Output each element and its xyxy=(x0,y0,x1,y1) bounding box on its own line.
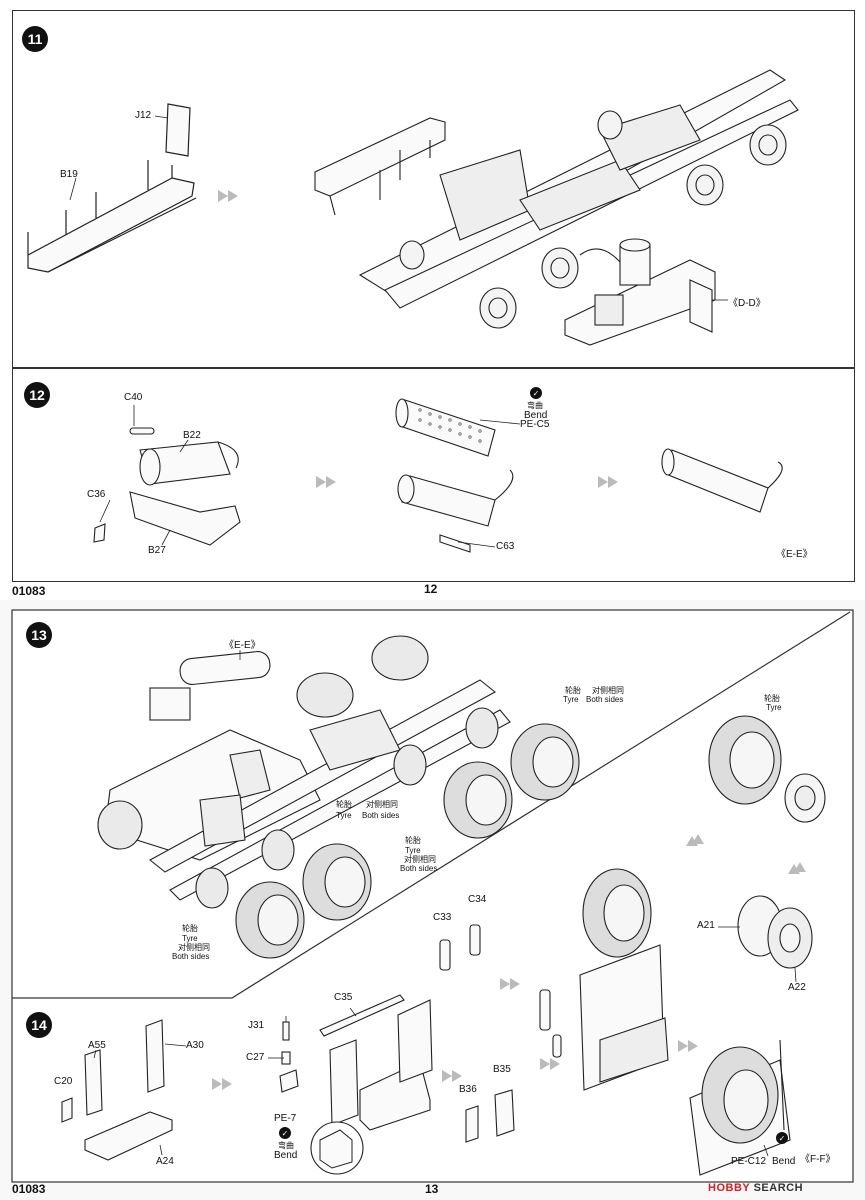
both-en-2: Both sides xyxy=(362,811,400,820)
both-cn-1: 对侧相同 xyxy=(592,686,624,695)
truck-chassis-11 xyxy=(314,69,799,309)
part-b19-label: B19 xyxy=(60,169,78,180)
step-12-drawing xyxy=(93,398,783,553)
a24-a30-assembly xyxy=(61,1019,173,1161)
part-b22-label: B22 xyxy=(183,430,201,441)
step-14-badge: 14 xyxy=(26,1012,52,1038)
c35-rack-assembly xyxy=(279,994,433,1131)
tyre-en-3: Tyre xyxy=(405,846,421,855)
ref-f-f: 《F-F》 xyxy=(800,1154,836,1165)
bend-icon-14a: ✓ xyxy=(279,1127,291,1139)
part-a22-label: A22 xyxy=(788,982,806,993)
part-a24-label: A24 xyxy=(156,1156,174,1167)
both-en-1: Both sides xyxy=(586,695,624,704)
muffler-assembly-12b xyxy=(395,398,514,553)
part-c36-label: C36 xyxy=(87,489,106,500)
ref-e-e: 《E-E》 xyxy=(776,549,813,560)
spare-tyre-13 xyxy=(582,868,813,969)
instruction-page-13: 13 14 xyxy=(0,600,865,1200)
tyre-cn-2: 轮胎 xyxy=(336,800,352,809)
part-c33-label: C33 xyxy=(433,912,452,923)
bend-cn-label-12: 弯曲 xyxy=(527,401,543,410)
separate-tyres-13 xyxy=(235,715,826,959)
part-pe-7-label: PE-7 xyxy=(274,1113,297,1124)
bend-icon-12: ✓ xyxy=(530,387,542,399)
c33-c34-parts xyxy=(439,924,481,971)
step-14-arrow-2 xyxy=(442,1070,462,1082)
equipment-11 xyxy=(564,238,716,346)
page-number: 12 xyxy=(424,582,438,596)
step-14-drawing xyxy=(61,944,791,1176)
hobbysearch-watermark: HOBBY SEARCH xyxy=(708,1182,803,1194)
bend-icon-14b: ✓ xyxy=(776,1132,788,1144)
muffler-assembly-12c xyxy=(661,448,783,513)
wheels-11 xyxy=(399,110,787,329)
step-14-arrow-1 xyxy=(212,1078,232,1090)
part-b27-label: B27 xyxy=(148,545,166,556)
part-b36-label: B36 xyxy=(459,1084,477,1095)
step-14-arrow-4 xyxy=(540,1058,560,1070)
watermark-suffix: SEARCH xyxy=(753,1182,804,1194)
step-12-arrow-2 xyxy=(598,476,618,488)
step-13-drawing xyxy=(97,635,826,990)
step-11-badge: 11 xyxy=(22,26,48,52)
muffler-assembly-12a xyxy=(93,427,241,546)
tyre-cn-4: 轮胎 xyxy=(182,924,198,933)
bend-cn-label-14a: 弯曲 xyxy=(278,1141,294,1150)
step-12-arrow-1 xyxy=(316,476,336,488)
step-11-drawing xyxy=(27,69,799,346)
part-c20-label: C20 xyxy=(54,1076,73,1087)
bend-label-12: Bend xyxy=(524,410,548,421)
ref-d-d: 《D-D》 xyxy=(728,298,766,309)
tyre-cn-1: 轮胎 xyxy=(565,686,581,695)
both-cn-2: 对侧相同 xyxy=(366,800,398,809)
chassis-tyres xyxy=(97,635,499,909)
tyre-en-4: Tyre xyxy=(182,934,198,943)
both-en-4: Both sides xyxy=(172,952,210,961)
both-en-3: Both sides xyxy=(400,864,438,873)
tyre-cn-5: 轮胎 xyxy=(764,694,780,703)
tyre-en-1: Tyre xyxy=(563,695,579,704)
spare-carrier-14 xyxy=(465,944,669,1143)
part-b35-label: B35 xyxy=(493,1064,511,1075)
step-13-badge: 13 xyxy=(26,622,52,648)
page-number-13: 13 xyxy=(425,1182,439,1196)
pe-c5-perforation xyxy=(418,408,482,443)
part-c40-label: C40 xyxy=(124,392,143,403)
part-pe-c12-label: PE-C12 xyxy=(731,1156,767,1167)
bend-label-14b: Bend xyxy=(772,1156,796,1167)
instruction-page-12: 11 xyxy=(12,10,855,598)
tyre-en-2: Tyre xyxy=(336,811,352,820)
both-cn-4: 对侧相同 xyxy=(178,943,210,952)
step-11-arrow xyxy=(218,190,238,202)
both-cn-3: 对侧相同 xyxy=(404,855,436,864)
part-pe-c5-label: PE-C5 xyxy=(520,419,550,430)
tyre-cn-3: 轮胎 xyxy=(405,836,421,845)
step-13-arrows xyxy=(500,834,806,990)
part-c34-label: C34 xyxy=(468,894,487,905)
mounted-spare-14 xyxy=(689,1039,791,1176)
part-c63-label: C63 xyxy=(496,541,515,552)
part-c27-label: C27 xyxy=(246,1052,265,1063)
tyre-en-5: Tyre xyxy=(766,703,782,712)
product-code-13: 01083 xyxy=(12,1182,46,1196)
part-c35-label: C35 xyxy=(334,992,353,1003)
part-j12-label: J12 xyxy=(135,110,152,121)
part-a55-label: A55 xyxy=(88,1040,106,1051)
step-14-arrow-3 xyxy=(678,1040,698,1052)
part-j31-label: J31 xyxy=(248,1020,265,1031)
part-a21-label: A21 xyxy=(697,920,715,931)
bend-label-14a: Bend xyxy=(274,1150,298,1161)
j12-plate xyxy=(165,103,191,157)
step-12-badge: 12 xyxy=(24,382,50,408)
part-a30-label: A30 xyxy=(186,1040,204,1051)
watermark-brand: HOBBY xyxy=(708,1182,751,1194)
product-code: 01083 xyxy=(12,584,46,598)
truck-chassis-13 xyxy=(104,651,511,901)
b19-rack xyxy=(27,160,197,273)
ref-e-e-13: 《E-E》 xyxy=(224,640,261,651)
tyre-callout-1: 轮胎 Tyre xyxy=(555,686,581,704)
